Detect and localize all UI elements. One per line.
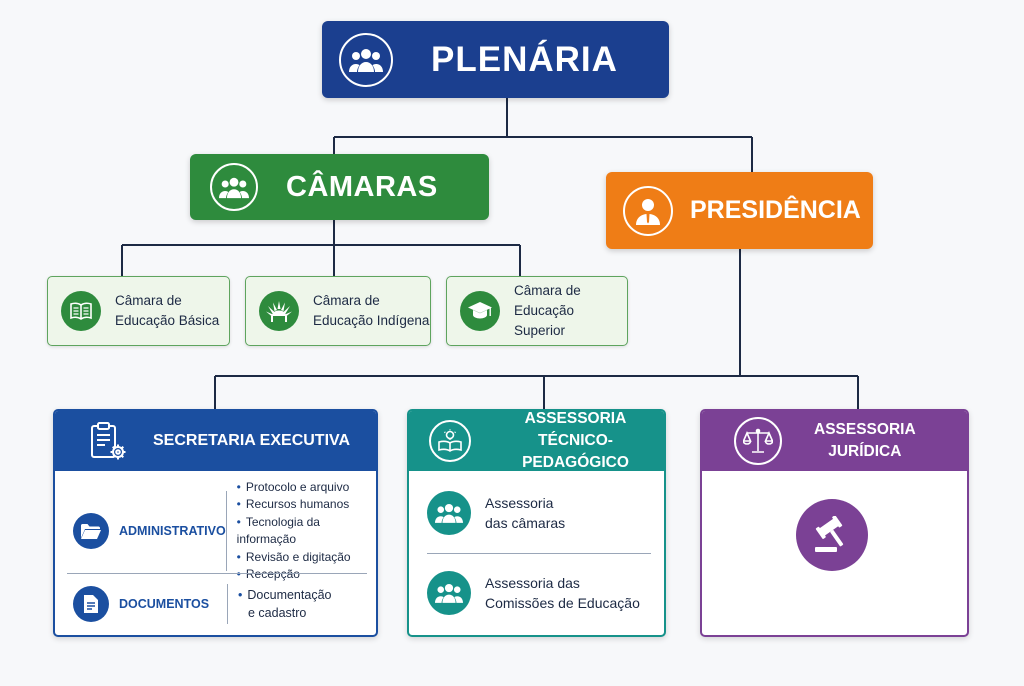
assessoria-tp-header: ASSESSORIA TÉCNICO-PEDAGÓGICO [409,411,664,471]
list-item: Recursos humanos [237,496,376,514]
assessoria-camaras-line1: Assessoria [485,495,554,511]
assessoria-juridica-header: ASSESSORIA JURÍDICA [702,411,967,471]
camara-educacao-superior[interactable]: Câmara de Educação Superior [446,276,628,346]
documentos-item-line2: e cadastro [248,606,307,620]
assessoria-comissoes-line1: Assessoria das [485,575,580,591]
camara-label-line1: Câmara de [514,283,581,298]
camara-educacao-indigena[interactable]: Câmara de Educação Indígena [245,276,431,346]
documentos-section: DOCUMENTOS •Documentação e cadastro [55,581,376,627]
assessoria-camaras-line2: das câmaras [485,515,566,531]
secretaria-executiva-panel[interactable]: SECRETARIA EXECUTIVA ADMINISTRATIVO Prot… [53,409,378,637]
administrativo-list: Protocolo e arquivo Recursos humanos Tec… [237,479,376,584]
vertical-divider [227,584,228,624]
presidencia-box[interactable]: PRESIDÊNCIA [606,172,873,249]
secretaria-header: SECRETARIA EXECUTIVA [55,411,376,471]
camara-label-line1: Câmara de [115,293,182,308]
people-icon [427,491,471,535]
camara-label-line2: Educação Básica [115,313,220,328]
book-icon [61,291,101,331]
book-lightbulb-icon [429,420,471,462]
assessoria-juridica-panel[interactable]: ASSESSORIA JURÍDICA [700,409,969,637]
person-icon [623,185,673,236]
assessoria-tp-title-line1: ASSESSORIA [524,410,627,427]
gavel-icon [796,499,868,571]
folder-icon [73,513,109,549]
camara-label-line2: Educação Superior [514,303,575,338]
assessoria-tecnico-pedagogico-panel[interactable]: ASSESSORIA TÉCNICO-PEDAGÓGICO Assessoria… [407,409,666,637]
documentos-item-line1: •Documentação [238,588,332,602]
assessoria-camaras-item[interactable]: Assessoria das câmaras [409,483,664,543]
assessoria-juridica-title-line2: JURÍDICA [828,443,902,460]
camara-label-line2: Educação Indígena [313,313,430,328]
camara-educacao-basica[interactable]: Câmara de Educação Básica [47,276,230,346]
people-icon [427,571,471,615]
assessoria-comissoes-line2: Comissões de Educação [485,595,640,611]
administrativo-label: ADMINISTRATIVO [119,524,226,538]
plenaria-box[interactable]: PLENÁRIA [322,21,669,98]
camaras-box[interactable]: CÂMARAS [190,154,489,220]
horizontal-divider [67,573,367,574]
plenaria-title: PLENÁRIA [431,39,618,79]
vertical-divider [225,491,227,571]
list-item: Recepção [237,566,376,584]
presidencia-title: PRESIDÊNCIA [690,196,861,224]
list-item: Protocolo e arquivo [237,479,376,497]
camaras-title: CÂMARAS [286,170,438,203]
document-icon [73,586,109,622]
assessoria-tp-title-line2: TÉCNICO-PEDAGÓGICO [522,432,629,471]
scales-icon [734,417,782,465]
graduation-cap-icon [460,291,500,331]
list-item: Tecnologia da informação [237,514,376,549]
group-icon [339,32,393,87]
group-icon [210,163,258,211]
clipboard-gear-icon [89,421,127,461]
indigenous-headdress-icon [259,291,299,331]
administrativo-section: ADMINISTRATIVO Protocolo e arquivo Recur… [55,480,376,581]
secretaria-title: SECRETARIA EXECUTIVA [153,432,351,449]
assessoria-juridica-title-line1: ASSESSORIA [814,421,916,438]
camara-label-line1: Câmara de [313,293,380,308]
horizontal-divider [427,553,651,554]
documentos-label: DOCUMENTOS [119,597,210,611]
list-item: Revisão e digitação [237,549,376,567]
assessoria-comissoes-item[interactable]: Assessoria das Comissões de Educação [409,563,664,623]
